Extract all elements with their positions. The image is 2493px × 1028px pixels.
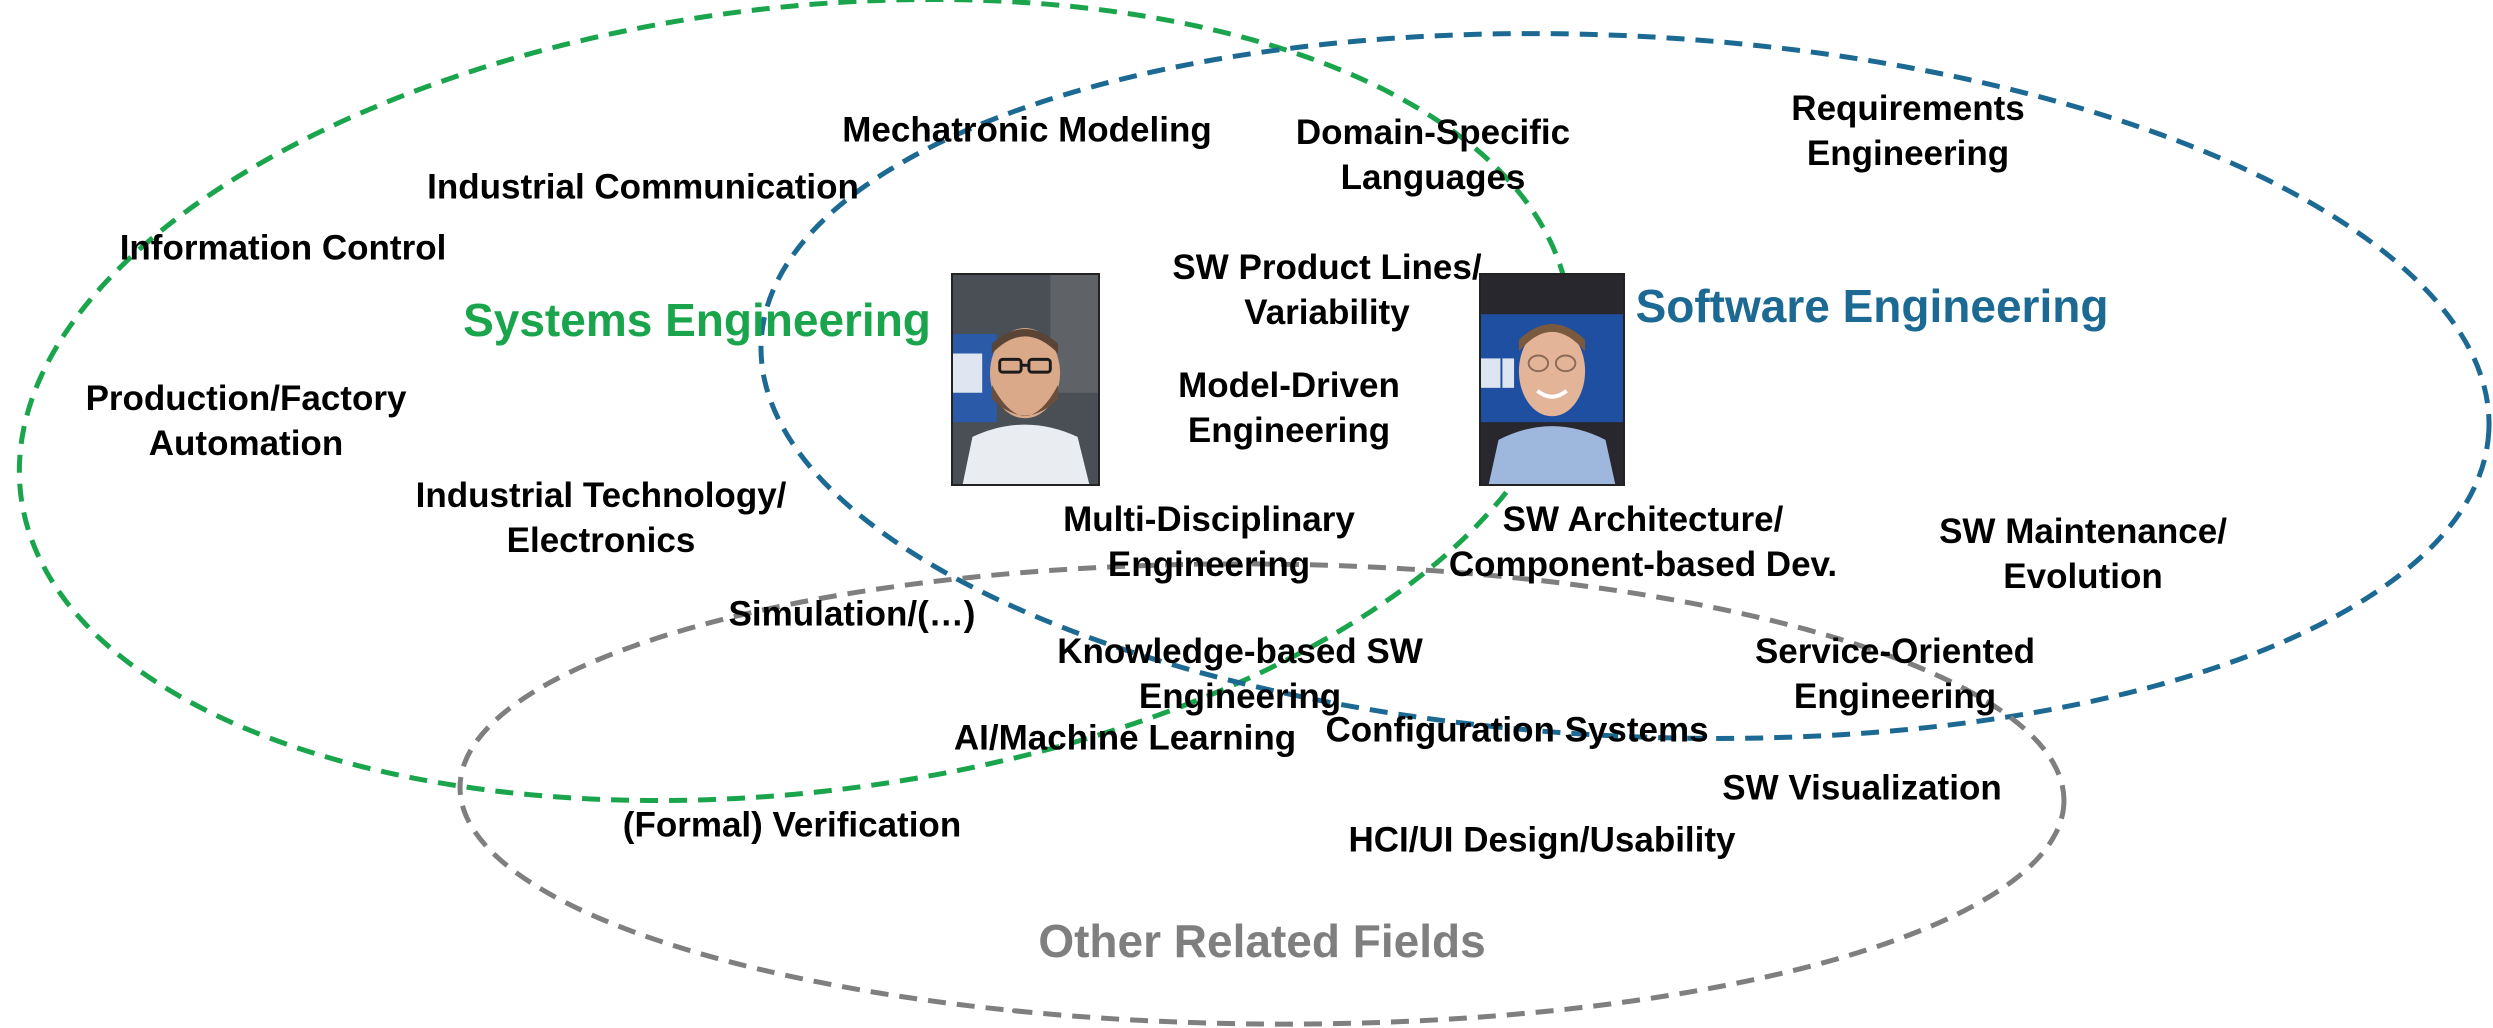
label-multi-disciplinary-engineering: Multi-Disciplinary Engineering (1063, 497, 1355, 587)
other-related-fields-title: Other Related Fields (1038, 915, 1486, 967)
label-line: Languages (1340, 158, 1526, 197)
label-model-driven-engineering: Model-Driven Engineering (1178, 363, 1400, 453)
other-related-fields-ellipse (457, 561, 2067, 1027)
label-line: SW Visualization (1722, 768, 2002, 808)
label-line: Information Control (119, 228, 447, 268)
label-line: SW Architecture/ (1502, 500, 1784, 539)
label-line: HCI/UI Design/Usability (1348, 820, 1736, 860)
label-line: Evolution (2003, 557, 2163, 596)
label-line: Engineering (1187, 411, 1391, 450)
label-line: Industrial Communication (427, 167, 859, 207)
label-mechatronic-modeling: Mechatronic Modeling (842, 108, 1211, 153)
label-line: Requirements (1791, 89, 2025, 128)
label-line: SW Product Lines/ (1172, 248, 1482, 287)
systems-engineering-title: Systems Engineering (463, 294, 931, 346)
label-sw-visualization: SW Visualization (1722, 766, 2001, 811)
label-line: Mechatronic Modeling (842, 110, 1212, 150)
label-configuration-systems: Configuration Systems (1325, 708, 1708, 753)
label-line: Engineering (1806, 134, 2010, 173)
label-industrial-communication: Industrial Communication (427, 165, 859, 210)
label-line: Engineering (1138, 677, 1342, 716)
label-line: Electronics (506, 521, 696, 560)
label-production-factory-automation: Production/Factory Automation (86, 376, 407, 466)
label-line: Multi-Disciplinary (1063, 500, 1355, 539)
label-line: Simulation/(…) (728, 594, 976, 634)
label-line: (Formal) Verification (622, 805, 962, 845)
label-sw-product-lines: SW Product Lines/ Variability (1172, 245, 1481, 335)
label-line: Variability (1244, 293, 1410, 332)
label-line: Knowledge-based SW (1057, 632, 1423, 671)
label-line: AI/Machine Learning (953, 718, 1297, 758)
label-knowledge-based-sw: Knowledge-based SW Engineering (1057, 629, 1423, 719)
label-service-oriented: Service-Oriented Engineering (1755, 629, 2035, 719)
label-information-control: Information Control (120, 226, 447, 271)
label-line: Engineering (1107, 545, 1311, 584)
label-line: Engineering (1793, 677, 1997, 716)
label-domain-specific-languages: Domain-Specific Languages (1296, 110, 1570, 200)
label-line: Service-Oriented (1754, 632, 2036, 671)
label-line: Model-Driven (1178, 366, 1400, 405)
label-line: Automation (148, 424, 344, 463)
label-formal-verification: (Formal) Verification (623, 803, 961, 848)
label-line: Configuration Systems (1325, 710, 1709, 750)
label-industrial-technology: Industrial Technology/ Electronics (416, 473, 787, 563)
portrait-photo-left (951, 273, 1100, 486)
label-ai-machine-learning: AI/Machine Learning (954, 716, 1296, 761)
label-line: Production/Factory (85, 379, 407, 418)
label-hci-ui-design: HCI/UI Design/Usability (1348, 818, 1735, 863)
label-line: Industrial Technology/ (415, 476, 787, 515)
portrait-photo-right (1479, 273, 1625, 486)
label-requirements-engineering: Requirements Engineering (1791, 86, 2024, 176)
software-engineering-title: Software Engineering (1635, 280, 2109, 332)
label-simulation: Simulation/(…) (729, 592, 976, 637)
label-sw-maintenance: SW Maintenance/ Evolution (1939, 509, 2227, 599)
label-line: SW Maintenance/ (1939, 512, 2227, 551)
software-engineering-ellipse (758, 31, 2492, 741)
label-sw-architecture: SW Architecture/ Component-based Dev. (1449, 497, 1837, 587)
label-line: Domain-Specific (1295, 113, 1571, 152)
label-line: Component-based Dev. (1448, 545, 1838, 584)
